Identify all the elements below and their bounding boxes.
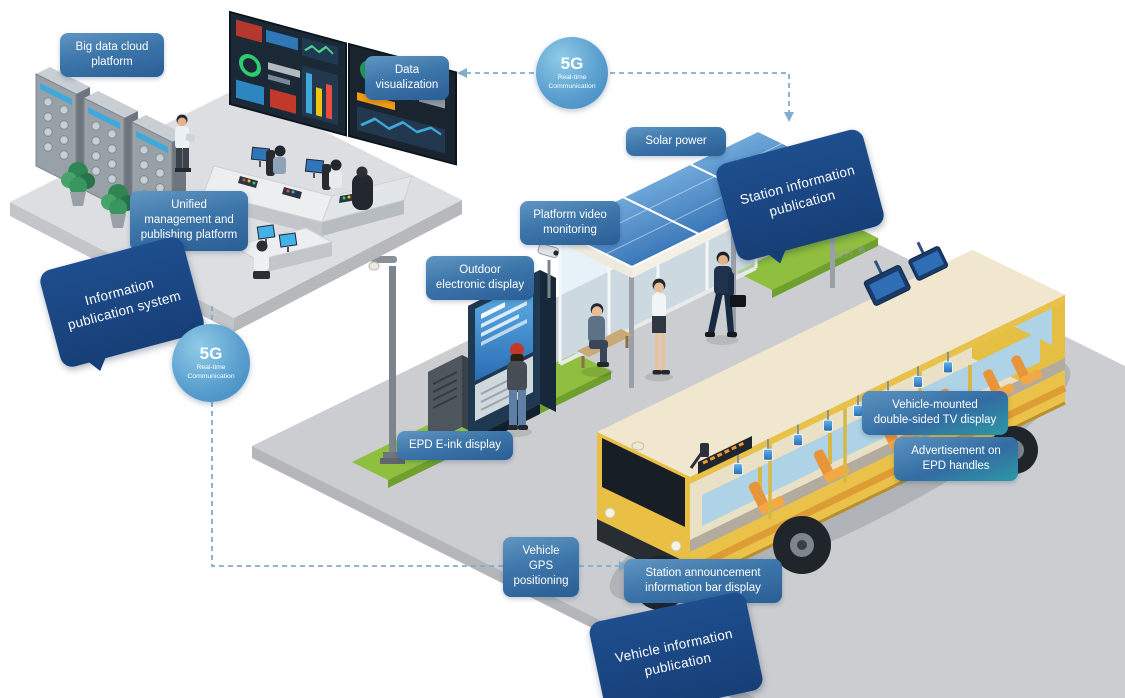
cctv-camera	[537, 243, 560, 298]
label-big-data-cloud-platform: Big data cloud platform	[60, 33, 164, 78]
label-platform-video-monitoring: Platform video monitoring	[520, 201, 620, 246]
street-lamp	[368, 256, 405, 464]
plants	[61, 162, 135, 228]
badge-5g-line1: Real-time	[557, 73, 587, 81]
pedestrians	[502, 251, 746, 437]
badge-5g-line2: Communication	[187, 372, 235, 380]
label-vehicle-gps-positioning: Vehicle GPS positioning	[503, 537, 579, 597]
bubble-text: Information publication system	[66, 275, 183, 333]
vehicle-tv-displays	[863, 241, 949, 306]
badge-5g-title: 5G	[199, 344, 223, 364]
label-outdoor-electronic-display: Outdoor electronic display	[426, 256, 534, 301]
bubble-text: Station information publication	[738, 162, 857, 220]
gps-antenna	[631, 441, 645, 451]
badge-5g-line1: Real-time	[196, 363, 226, 371]
announcement-bar-display	[698, 436, 752, 474]
label-station-announcement-display: Station announcement information bar dis…	[624, 559, 782, 604]
server-racks	[35, 67, 186, 235]
badge-5g-line2: Communication	[548, 82, 596, 90]
label-solar-power: Solar power	[626, 127, 726, 157]
label-data-visualization: Data visualization	[365, 56, 449, 101]
label-unified-management-platform: Unified management and publishing platfo…	[130, 191, 248, 251]
operators	[175, 114, 373, 279]
bubble-text: Vehicle information publication	[613, 625, 734, 679]
badge-5g-top: 5G Real-time Communication	[536, 37, 608, 109]
connector-lines	[211, 72, 790, 567]
badge-5g-title: 5G	[560, 54, 584, 74]
label-epd-eink-display: EPD E-ink display	[397, 431, 513, 461]
label-advertisement-epd-handles: Advertisement on EPD handles	[894, 437, 1018, 482]
label-vehicle-tv-display: Vehicle-mounted double-sided TV display	[862, 391, 1008, 436]
windshield	[602, 438, 685, 527]
badge-5g-left: 5G Real-time Communication	[172, 324, 250, 402]
